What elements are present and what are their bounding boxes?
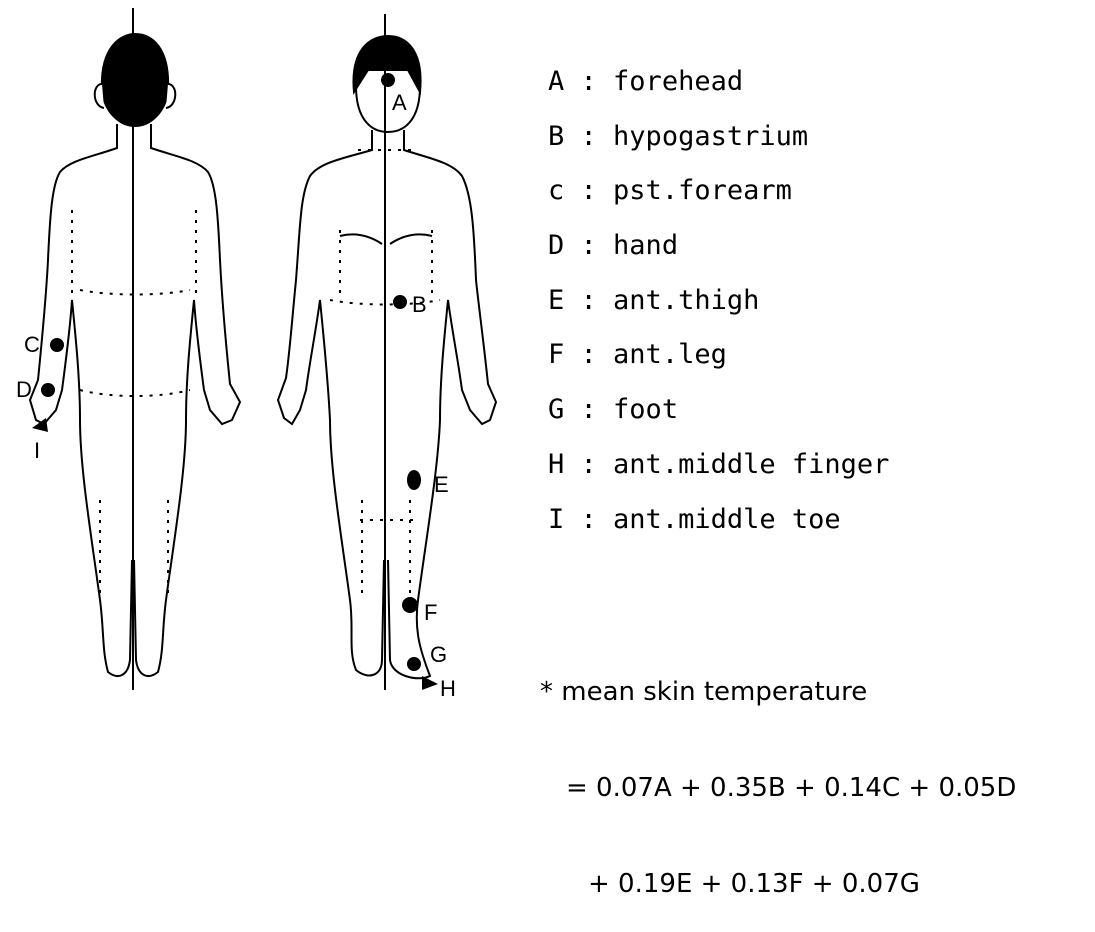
legend-code: A: [548, 66, 564, 97]
legend-item: B : hypogastrium: [548, 117, 889, 172]
legend-separator: :: [564, 230, 613, 261]
legend-separator: :: [564, 66, 613, 97]
legend-site: foot: [613, 394, 678, 425]
point-b-label: B: [412, 292, 427, 317]
point-a-marker: [381, 73, 395, 87]
legend-code: I: [548, 504, 564, 535]
legend-item: c : pst.forearm: [548, 171, 889, 226]
front-body-outline: [278, 130, 496, 678]
point-e-marker: [407, 470, 421, 490]
legend-code: H: [548, 449, 564, 480]
legend-code: E: [548, 285, 564, 316]
point-a-label: A: [392, 90, 407, 115]
formula-line-2: + 0.19E + 0.13F + 0.07G: [540, 868, 1016, 900]
body-diagram-figure: C D I A B E F G H A : forehead B : hypog…: [0, 0, 1095, 714]
back-body-outline: [30, 124, 240, 676]
legend-separator: :: [564, 121, 613, 152]
legend-item: G : foot: [548, 390, 889, 445]
front-face: [356, 86, 420, 132]
point-c-marker: [50, 338, 64, 352]
point-g-label: G: [430, 642, 447, 667]
legend-code: G: [548, 394, 564, 425]
point-g-marker: [407, 657, 421, 671]
legend-site: ant.leg: [613, 339, 727, 370]
legend-item: D : hand: [548, 226, 889, 281]
legend-code: c: [548, 175, 564, 206]
point-e-label: E: [434, 472, 449, 497]
legend-separator: :: [564, 394, 613, 425]
point-i-label: I: [34, 438, 40, 463]
formula-line-1: = 0.07A + 0.35B + 0.14C + 0.05D: [540, 772, 1016, 804]
legend-code: F: [548, 339, 564, 370]
mean-skin-temperature-formula: * mean skin temperature = 0.07A + 0.35B …: [540, 612, 1016, 932]
legend-site: hypogastrium: [613, 121, 808, 152]
legend-separator: :: [564, 175, 613, 206]
point-h-marker: [422, 676, 438, 690]
legend-code: B: [548, 121, 564, 152]
legend-item: I : ant.middle toe: [548, 500, 889, 555]
legend-site: ant.thigh: [613, 285, 759, 316]
legend-separator: :: [564, 285, 613, 316]
legend-code: D: [548, 230, 564, 261]
legend-site: forehead: [613, 66, 743, 97]
legend-separator: :: [564, 504, 613, 535]
legend-site: ant.middle toe: [613, 504, 841, 535]
legend-item: E : ant.thigh: [548, 281, 889, 336]
point-c-label: C: [24, 332, 40, 357]
point-f-marker: [402, 597, 418, 613]
point-h-label: H: [440, 676, 456, 701]
point-b-marker: [393, 295, 407, 309]
point-i-marker: [32, 418, 48, 432]
point-f-label: F: [424, 600, 437, 625]
legend-site: ant.middle finger: [613, 449, 889, 480]
back-head: [102, 34, 168, 126]
legend-separator: :: [564, 449, 613, 480]
formula-heading: * mean skin temperature: [540, 676, 1016, 708]
point-d-marker: [41, 383, 55, 397]
legend-item: A : forehead: [548, 62, 889, 117]
point-d-label: D: [16, 377, 32, 402]
legend-item: H : ant.middle finger: [548, 445, 889, 500]
legend-site: hand: [613, 230, 678, 261]
legend-item: F : ant.leg: [548, 335, 889, 390]
legend-site: pst.forearm: [613, 175, 792, 206]
front-view-figure: [278, 14, 496, 690]
legend-separator: :: [564, 339, 613, 370]
front-points: A B E F G H: [381, 73, 456, 701]
measurement-site-legend: A : forehead B : hypogastrium c : pst.fo…: [548, 62, 889, 554]
